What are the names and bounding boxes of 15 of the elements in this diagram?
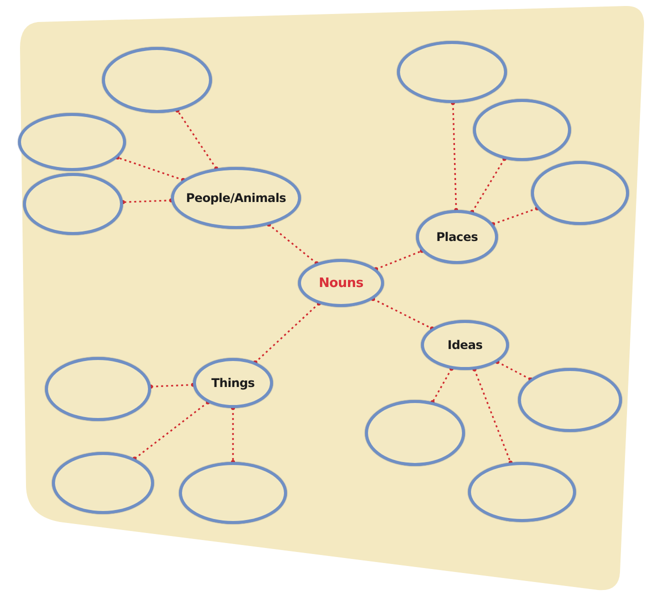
topic-label: Places [436, 230, 478, 244]
dotted-connector [491, 206, 540, 226]
topic-label: Nouns [318, 276, 364, 290]
dotted-connector [371, 297, 434, 330]
dotted-connector [116, 156, 186, 182]
dotted-connector [472, 367, 513, 465]
dotted-connector [267, 222, 319, 266]
topic-label: Ideas [448, 338, 482, 352]
dotted-connector [495, 360, 532, 382]
dotted-connector [450, 101, 458, 212]
dotted-connector [231, 406, 235, 464]
topic-label: People/Animals [186, 191, 286, 205]
dotted-connector [148, 382, 196, 389]
topic-label: Things [211, 376, 255, 390]
dotted-connector [120, 198, 174, 204]
